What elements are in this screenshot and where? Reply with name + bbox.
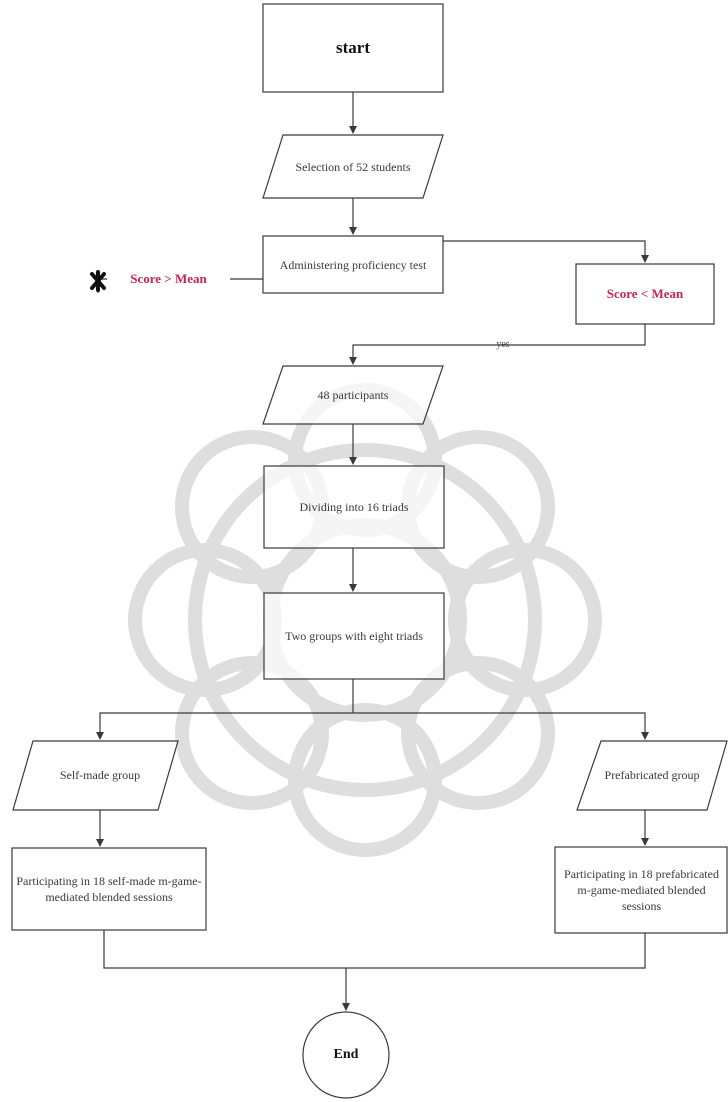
prefabricated-group-label: Prefabricated group (604, 767, 700, 782)
score-high-label: Score > Mean (130, 271, 207, 287)
connector-split-self-made (96, 712, 353, 740)
administering-label: Administering proficiency test (279, 257, 427, 272)
score-low-label: Score < Mean (606, 286, 684, 302)
administering-box (262, 235, 444, 294)
watermark-emblem (128, 383, 602, 857)
prefabricated-sessions-label: Participating in 18 prefabricated m-game… (564, 866, 719, 914)
participants-parallelogram (262, 365, 444, 425)
dividing-box (263, 465, 445, 549)
prefabricated-sessions-box (554, 846, 728, 934)
connector-prefabricated-merge (346, 933, 646, 969)
end-label: End (333, 1046, 359, 1062)
dividing-label: Dividing into 16 triads (299, 499, 409, 514)
start-label: start (336, 37, 370, 57)
yes-label: yes (496, 339, 510, 351)
two-groups-label: Two groups with eight triads (285, 628, 423, 643)
self-made-sessions-label: Participating in 18 self-made m-game-med… (16, 873, 202, 904)
participants-label: 48 participants (317, 387, 389, 402)
selection-parallelogram (262, 134, 444, 199)
self-made-group-label: Self-made group (59, 767, 141, 782)
connector-self-made-merge (103, 930, 346, 969)
end-circle (302, 1011, 390, 1099)
self-made-parallelogram (12, 740, 179, 811)
selection-label: Selection of 52 students (295, 159, 411, 174)
self-made-sessions-box (11, 847, 207, 931)
two-groups-box (263, 592, 445, 680)
connector-split-prefabricated (353, 712, 649, 740)
connector-score-low-participants (349, 324, 646, 365)
prefabricated-parallelogram (576, 740, 728, 811)
cross-icon (90, 270, 106, 292)
connector-administering-score-low (443, 240, 649, 263)
